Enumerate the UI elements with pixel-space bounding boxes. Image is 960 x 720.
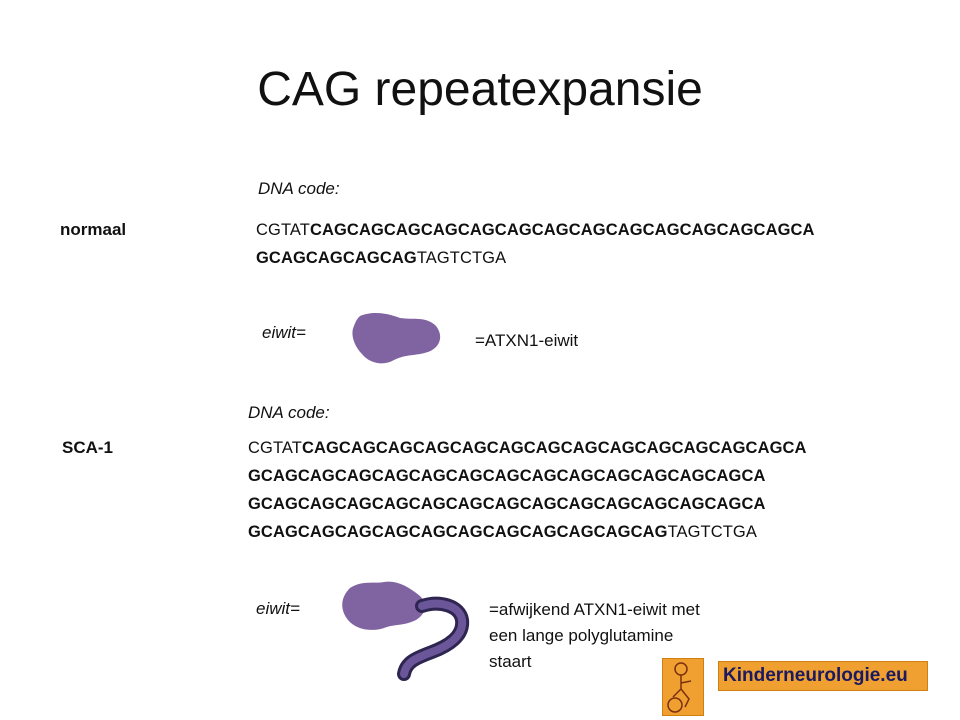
- sca1-seq-line4-bold: GCAGCAGCAGCAGCAGCAGCAGCAGCAGCAGCAG: [248, 523, 668, 541]
- protein-tail-icon: [342, 581, 470, 681]
- sca1-protein-desc-line3: staart: [489, 652, 532, 671]
- normal-seq-line2-bold: GCAGCAGCAGCAG: [256, 249, 417, 267]
- normal-protein-desc: =ATXN1-eiwit: [475, 331, 579, 350]
- logo-text: Kinderneurologie.eu: [723, 665, 908, 686]
- sca1-protein-desc-line2: een lange polyglutamine: [489, 626, 674, 645]
- sca1-seq-line3-bold: GCAGCAGCAGCAGCAGCAGCAGCAGCAGCAGCAGCAGCAG…: [248, 495, 766, 513]
- normal-protein-label: eiwit=: [262, 323, 306, 342]
- sca1-row-label: SCA-1: [62, 438, 114, 457]
- sca1-protein-label: eiwit=: [256, 599, 300, 618]
- sca1-seq-line2-bold: GCAGCAGCAGCAGCAGCAGCAGCAGCAGCAGCAGCAGCAG…: [248, 467, 766, 485]
- slide-title: CAG repeatexpansie: [257, 63, 703, 116]
- sca1-protein-desc: =afwijkend ATXN1-eiwit met een lange pol…: [489, 597, 789, 675]
- sca1-seq-line1-plain: CGTAT: [248, 439, 302, 457]
- protein-blob-icon: [352, 312, 441, 364]
- sca1-protein-desc-line1: =afwijkend ATXN1-eiwit met: [489, 600, 700, 619]
- sca1-seq-line4-plain: TAGTCTGA: [667, 523, 757, 541]
- normal-row-label: normaal: [60, 220, 127, 239]
- normal-dna-label: DNA code:: [258, 179, 340, 198]
- normal-seq-line2-plain: TAGTCTGA: [416, 249, 507, 267]
- normal-sequence: CGTATCAGCAGCAGCAGCAGCAGCAGCAGCAGCAGCAGCA…: [256, 216, 815, 272]
- normal-seq-line1-bold: CAGCAGCAGCAGCAGCAGCAGCAGCAGCAGCAGCAGCAGC…: [309, 221, 815, 239]
- logo-banner[interactable]: Kinderneurologie.eu: [718, 661, 928, 691]
- sca1-dna-label: DNA code:: [248, 403, 330, 422]
- sca1-seq-line1-bold: CAGCAGCAGCAGCAGCAGCAGCAGCAGCAGCAGCAGCAGC…: [301, 439, 807, 457]
- sca1-sequence: CGTATCAGCAGCAGCAGCAGCAGCAGCAGCAGCAGCAGCA…: [248, 434, 807, 546]
- logo-icon: [662, 658, 704, 716]
- normal-seq-line1-plain: CGTAT: [256, 221, 310, 239]
